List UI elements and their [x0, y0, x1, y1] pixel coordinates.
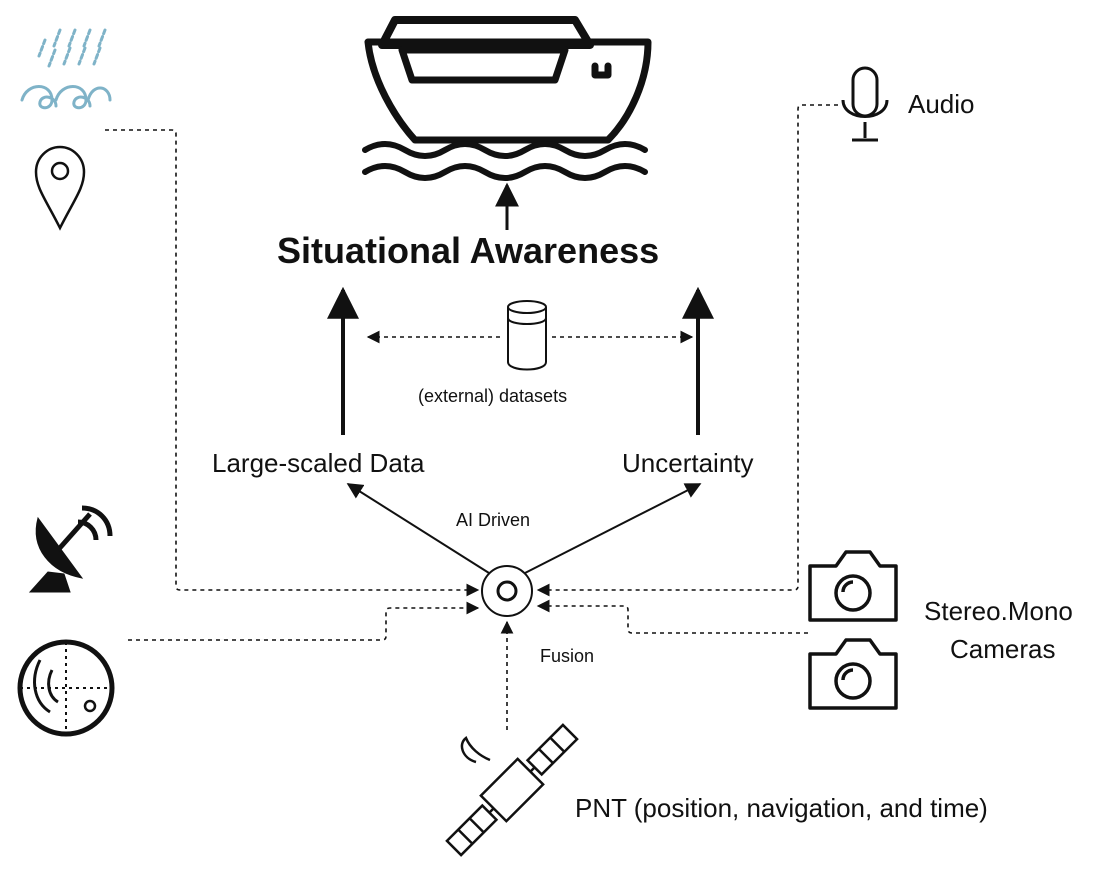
weather-waves-icon	[20, 28, 112, 110]
location-pin-icon	[34, 145, 86, 231]
ship-icon	[362, 16, 652, 181]
solid-arrows	[327, 182, 714, 574]
dashed-connectors	[105, 104, 838, 730]
camera-icon	[808, 550, 898, 622]
cameras-label-line2: Cameras	[950, 634, 1056, 664]
audio-label: Audio	[908, 89, 975, 119]
satellite-icon	[445, 723, 579, 857]
fusion-label: Fusion	[540, 646, 595, 666]
cameras-label-line1: Stereo.Mono	[924, 596, 1073, 626]
diagram-title: Situational Awareness	[277, 230, 660, 271]
ai-driven-label: AI Driven	[456, 510, 531, 530]
radar-icon	[17, 639, 115, 737]
database-icon	[507, 300, 547, 371]
uncertainty-label: Uncertainty	[622, 448, 754, 478]
fusion-node-icon	[481, 565, 533, 617]
microphone-icon	[841, 66, 889, 142]
camera-icon	[808, 638, 898, 710]
pnt-label: PNT (position, navigation, and time)	[575, 793, 988, 823]
large-data-label: Large-scaled Data	[212, 448, 425, 478]
satellite-dish-icon	[28, 505, 113, 593]
datasets-label: (external) datasets	[418, 386, 568, 406]
